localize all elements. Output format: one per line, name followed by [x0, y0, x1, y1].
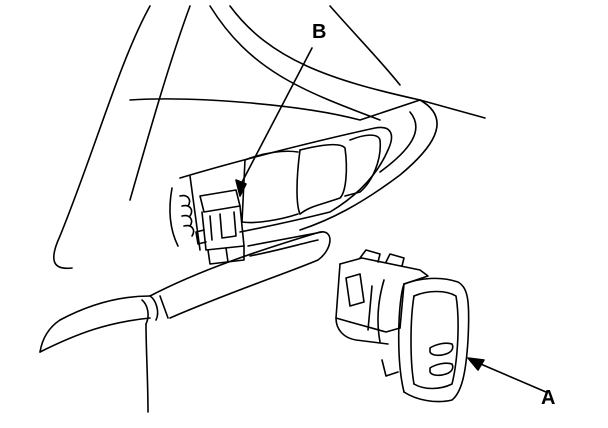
wire-harness [179, 194, 195, 237]
connector-b-drawing [195, 189, 245, 265]
switch-a-drawing [335, 249, 470, 403]
callout-label-a: A [541, 387, 556, 409]
vent-grille [169, 126, 393, 251]
lower-trim [39, 231, 331, 413]
dashboard-panel-outline [52, 5, 486, 270]
leader-b [235, 47, 313, 197]
leader-a [467, 357, 547, 393]
callout-label-b: B [312, 21, 327, 43]
